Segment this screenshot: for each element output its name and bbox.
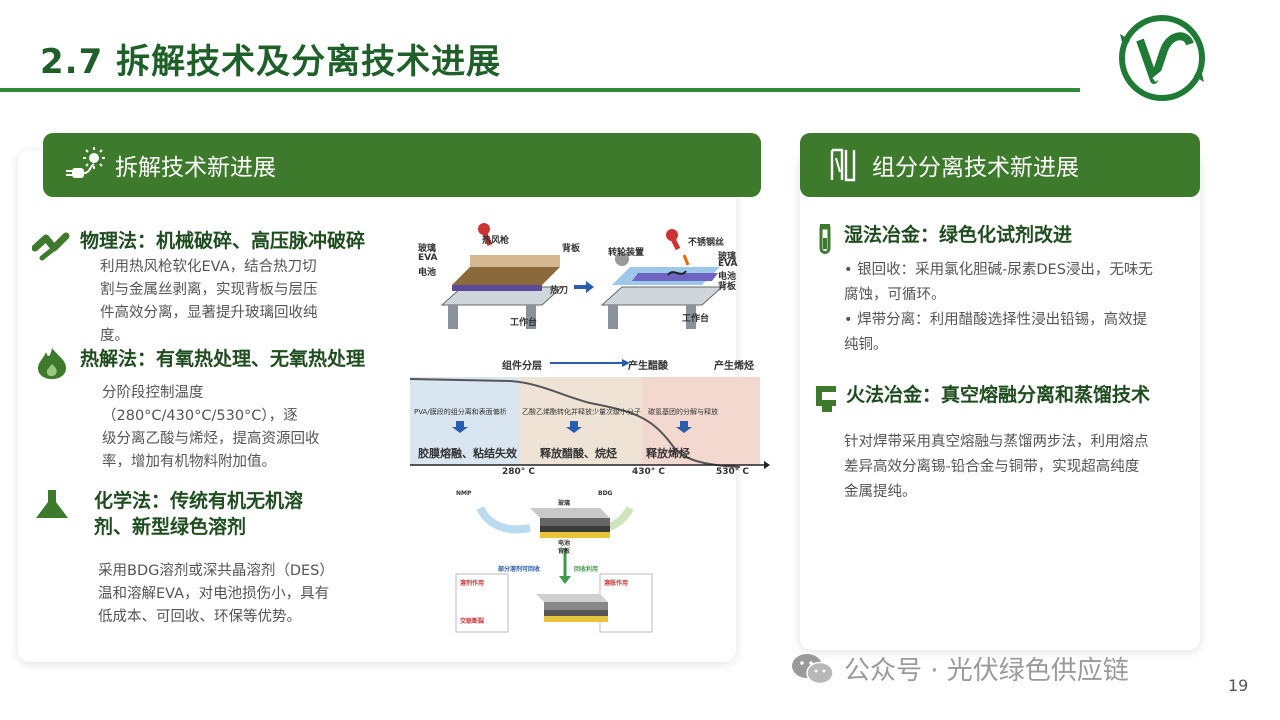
separation-panel bbox=[800, 150, 1200, 650]
method-pyrolysis-desc: 分阶段控制温度 （280°C/430°C/530°C），逐 级分离乙酸与烯烃，提… bbox=[102, 385, 320, 470]
fire-metallurgy-title: 火法冶金：真空熔融分离和蒸馏技术 bbox=[846, 384, 1151, 406]
wet-metallurgy-bullets: • 银回收：采用氯化胆碱-尿素DES浸出，无味无 腐蚀，可循环。 • 焊带分离：… bbox=[844, 262, 1153, 353]
disassembly-heading-band: 拆解技术新进展 bbox=[43, 133, 761, 197]
separation-heading-band: 组分分离技术新进展 bbox=[800, 133, 1200, 197]
physical-disassembly-figure: 热风枪 玻璃 EVA 电池 背板 热刀 工作台 转轮装置 不锈钢丝 玻璃 EVA… bbox=[412, 215, 752, 335]
fire-metallurgy: 火法冶金：真空熔融分离和蒸馏技术 bbox=[814, 382, 1150, 416]
wechat-account-name: 公众号 · 光伏绿色供应链 bbox=[844, 656, 1129, 686]
split-channel-icon bbox=[820, 145, 866, 185]
wechat-account-watermark: 公众号 · 光伏绿色供应链 bbox=[790, 650, 1129, 687]
method-physical: 物理法：机械破碎、高压脉冲破碎 bbox=[31, 228, 366, 262]
method-physical-title: 物理法：机械破碎、高压脉冲破碎 bbox=[80, 230, 366, 252]
flask-icon bbox=[32, 488, 72, 522]
flame-icon bbox=[32, 346, 72, 380]
test-tube-icon bbox=[814, 222, 836, 256]
plug-spark-icon bbox=[63, 145, 109, 185]
method-pyrolysis-title: 热解法：有氧热处理、无氧热处理 bbox=[80, 348, 366, 370]
method-chemical-desc: 采用BDG溶剂或深共晶溶剂（DES） 温和溶解EVA，对电池损伤小，具有 低成本… bbox=[98, 563, 334, 625]
method-physical-desc: 利用热风枪软化EVA，结合热刀切 割与金属丝剥离，实现背板与层压 件高效分离，显… bbox=[100, 259, 318, 344]
disassembly-heading: 拆解技术新进展 bbox=[115, 155, 276, 181]
wet-metallurgy-title: 湿法冶金：绿色化试剂改进 bbox=[844, 224, 1073, 246]
page-title: 2.7 拆解技术及分离技术进展 bbox=[40, 42, 502, 82]
organization-logo bbox=[1110, 10, 1214, 104]
pyrolysis-stages-figure: 组件分层 产生醋酸 产生烯烃 PVA/膜段的组分离和表面偏析 乙酸乙烯酯转化并释… bbox=[409, 355, 770, 480]
fire-metallurgy-desc: 针对焊带采用真空熔融与蒸馏两步法，利用熔点 差异高效分离锡-铅合金与铜带，实现超… bbox=[844, 434, 1149, 500]
chemical-dissolution-figure: NMP BDG 玻璃 电池 背板 溶剂作用 交联断裂 溶胀作用 部分溶剂可回收 … bbox=[450, 488, 660, 648]
wet-metallurgy: 湿法冶金：绿色化试剂改进 bbox=[814, 222, 1072, 256]
wechat-icon bbox=[790, 652, 834, 686]
title-divider bbox=[0, 88, 1080, 92]
method-chemical-title: 化学法：传统有机无机溶 剂、新型绿色溶剂 bbox=[94, 490, 304, 538]
method-chemical: 化学法：传统有机无机溶 剂、新型绿色溶剂 bbox=[32, 488, 303, 540]
separation-heading: 组分分离技术新进展 bbox=[872, 155, 1079, 181]
method-pyrolysis: 热解法：有氧热处理、无氧热处理 bbox=[32, 346, 365, 380]
page-number: 19 bbox=[1228, 676, 1249, 695]
zigzag-icon bbox=[31, 228, 72, 262]
furnace-icon bbox=[814, 382, 838, 416]
